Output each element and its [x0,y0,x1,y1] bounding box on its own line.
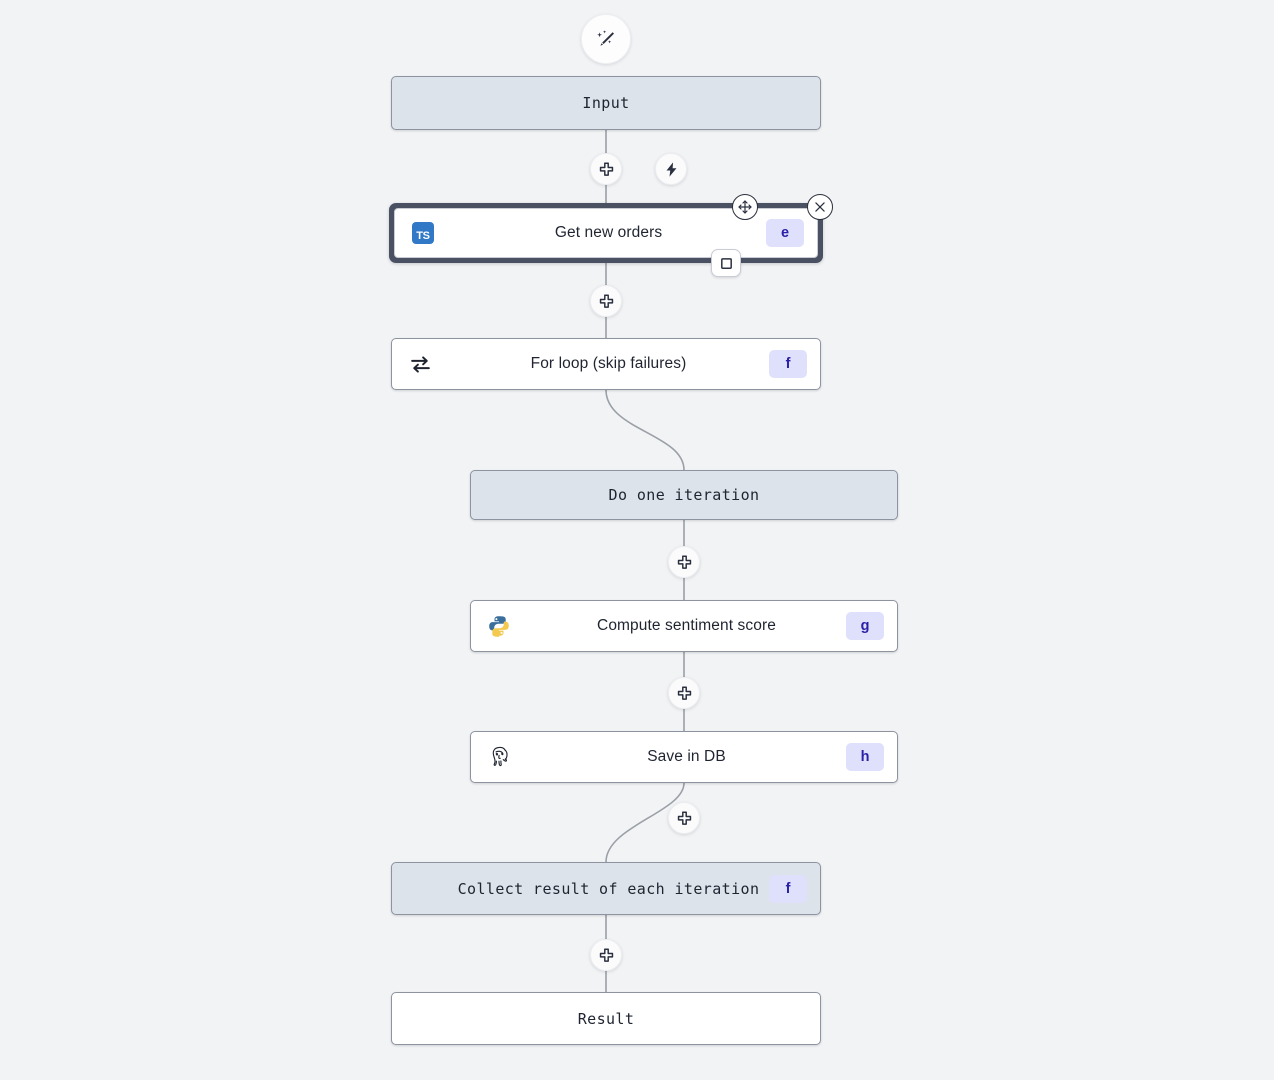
node-close-button[interactable] [807,194,833,220]
node-compute-sentiment-badge: g [846,612,884,640]
node-collect-result-label: Collect result of each iteration [457,879,760,898]
node-result-label: Result [577,1009,635,1028]
node-for-loop-icon-slot [392,339,448,389]
magic-wand-icon [597,30,614,46]
node-input[interactable]: Input [391,76,821,130]
close-x-icon [815,202,825,212]
node-for-loop-badge: f [769,350,807,378]
plus-icon [599,294,613,308]
node-do-one-iteration[interactable]: Do one iteration [470,470,898,520]
plus-icon [599,162,613,176]
node-collect-result[interactable]: Collect result of each iteration f [391,862,821,915]
plus-icon [599,948,613,962]
add-step-button-after-collect[interactable] [590,939,622,971]
node-get-new-orders-icon-slot: TS [395,209,451,257]
node-result[interactable]: Result [391,992,821,1045]
lightning-bolt-icon [666,161,676,177]
node-stop-button[interactable] [711,249,741,277]
node-for-loop-label: For loop (skip failures) [530,355,687,372]
add-step-button-after-compute[interactable] [668,677,700,709]
node-compute-sentiment-score[interactable]: Compute sentiment score g [470,600,898,652]
plus-icon [677,555,691,569]
node-input-label: Input [582,94,630,112]
node-compute-sentiment-icon-slot [471,601,527,651]
node-move-handle[interactable] [732,194,758,220]
node-collect-result-badge: f [769,874,807,903]
node-save-in-db-icon-slot [471,732,527,782]
node-save-in-db[interactable]: Save in DB h [470,731,898,783]
stop-square-icon [720,257,732,269]
node-for-loop[interactable]: For loop (skip failures) f [391,338,821,390]
move-handle-icon [738,200,752,214]
magic-wand-button[interactable] [581,14,631,64]
plus-icon [677,686,691,700]
node-get-new-orders-label: Get new orders [554,224,663,241]
typescript-icon: TS [412,222,434,244]
add-step-button-after-input[interactable] [590,153,622,185]
node-get-new-orders[interactable]: TS Get new orders e [394,208,818,258]
add-trigger-button[interactable] [655,153,687,185]
plus-icon [677,811,691,825]
node-get-new-orders-selected[interactable]: TS Get new orders e [389,203,823,263]
python-icon [489,616,509,637]
node-compute-sentiment-label: Compute sentiment score [597,617,776,634]
node-do-one-iteration-label: Do one iteration [608,486,760,504]
add-step-button-after-orders[interactable] [590,285,622,317]
postgresql-elephant-icon [492,746,508,767]
node-save-in-db-badge: h [846,743,884,771]
add-step-button-after-save[interactable] [668,802,700,834]
node-get-new-orders-badge: e [766,219,804,247]
edge-loop-to-iteration [605,389,685,471]
node-save-in-db-label: Save in DB [647,748,726,765]
add-step-button-after-iteration[interactable] [668,546,700,578]
loop-arrows-icon [410,355,430,373]
